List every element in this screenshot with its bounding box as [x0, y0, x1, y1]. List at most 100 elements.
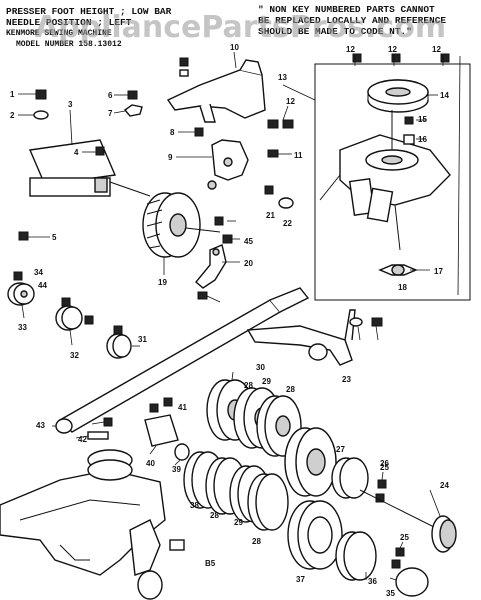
callout-3: 3: [68, 100, 73, 109]
callout-40: 40: [146, 459, 155, 468]
callout-2: 2: [10, 111, 15, 120]
callout-35: 35: [386, 589, 395, 598]
part-40-block: [144, 397, 179, 447]
part-21-22-screw: [264, 185, 294, 209]
part-14-hook: [367, 79, 429, 113]
header-note-left: PRESSER FOOT HEIGHT ; LOW BAR NEEDLE POS…: [6, 6, 171, 50]
callout-38: 38: [190, 501, 199, 510]
part-12-screw-a: [267, 119, 279, 129]
callout-19: 19: [158, 278, 167, 287]
callout-25: 25: [400, 533, 409, 542]
part-25-screw-b: [375, 493, 385, 503]
part-31-cam: [106, 325, 132, 359]
part-39-washer: [174, 443, 190, 461]
callout-28: 28: [286, 385, 295, 394]
callout-41: 41: [178, 403, 187, 412]
header-note-right: " NON KEY NUMBERED PARTS CANNOT BE REPLA…: [258, 4, 446, 37]
header-right-line-1: " NON KEY NUMBERED PARTS CANNOT: [258, 4, 435, 15]
part-1-screw-right: [371, 317, 383, 327]
callout-24: 24: [440, 481, 449, 490]
part-16-plate: [403, 134, 415, 145]
callout-28: 28: [244, 381, 253, 390]
callout-11: 11: [294, 151, 303, 160]
callout-12: 12: [388, 45, 397, 54]
callout-26: 26: [380, 459, 389, 468]
callout-25: 25: [380, 463, 389, 472]
part-2-washer-top: [179, 69, 189, 77]
part-23-crank: [246, 309, 356, 366]
callout-34: 34: [34, 268, 43, 277]
callout-4: 4: [74, 148, 79, 157]
part-3-shaft: [28, 139, 151, 197]
callout-45: 45: [244, 237, 253, 246]
part-21-screw: [103, 417, 113, 427]
callout-32: 32: [70, 351, 79, 360]
part-43-lever: [55, 287, 310, 434]
part-12-screw-b: [282, 119, 294, 129]
part-13-inset-box: [314, 63, 471, 301]
leader-lines: [18, 51, 461, 581]
part-12-screws: [352, 53, 450, 63]
callout-27: 27: [336, 445, 345, 454]
header-left-line-3: KENMORE SEWING MACHINE: [6, 29, 112, 38]
callout-12: 12: [432, 45, 441, 54]
callout-7: 7: [108, 109, 113, 118]
callout-39: 39: [172, 465, 181, 474]
part-13-hook-drive-assembly: [319, 110, 451, 251]
part-35-cover: [395, 567, 429, 597]
part-27-gear: [284, 427, 337, 497]
callout-36: 36: [368, 577, 377, 586]
callout-18: 18: [398, 283, 407, 292]
part-6-screw: [127, 90, 138, 100]
part-10-bracket: [207, 139, 249, 190]
callout-37: 37: [296, 575, 305, 584]
part-25-screw-d: [391, 559, 401, 569]
callout-28: 28: [252, 537, 261, 546]
header-right-line-3: SHOULD BE MADE TO CODE NT.": [258, 26, 412, 37]
watermark: AppliancePartsPros.com: [34, 10, 447, 45]
part-25-screw-a: [377, 479, 387, 489]
part-37-cam: [287, 500, 343, 570]
callout-31: 31: [138, 335, 147, 344]
header-left-line-4: MODEL NUMBER 158.13012: [16, 40, 122, 49]
callout-30: 30: [256, 363, 265, 372]
callout-6: 6: [108, 91, 113, 100]
callout-10: 10: [230, 43, 239, 52]
callout-16: 16: [418, 135, 427, 144]
callout-33: 33: [18, 323, 27, 332]
callout-8: 8: [170, 128, 175, 137]
part-26-cam: [331, 457, 369, 499]
callout-17: 17: [434, 267, 443, 276]
callout-44: 44: [38, 281, 47, 290]
part-19-pulley: [142, 192, 221, 258]
callout-29: 29: [234, 518, 243, 527]
callout-28: 28: [210, 511, 219, 520]
callout-12: 12: [286, 97, 295, 106]
part-20-link: [195, 244, 227, 289]
callout-23: 23: [342, 375, 351, 384]
part-33-cam: [7, 271, 35, 306]
callout-9: 9: [168, 153, 173, 162]
header-left-line-1: PRESSER FOOT HEIGHT ; LOW BAR: [6, 6, 172, 17]
part-1-screw-top: [179, 57, 189, 67]
part-15-screw: [404, 116, 414, 125]
part-5-screw: [18, 231, 29, 241]
callout-42: 42: [78, 435, 87, 444]
callout-1: 1: [10, 90, 15, 99]
part-2-washer-right: [349, 317, 363, 327]
callout-5: 5: [52, 233, 57, 242]
callout-21: 21: [266, 211, 275, 220]
part-25-screw-c: [395, 547, 405, 557]
part-36-cam: [335, 531, 377, 581]
callout-12: 12: [346, 45, 355, 54]
part-8-screw: [194, 127, 204, 137]
part-9-bracket: [166, 59, 266, 123]
part-5-screw-mid: [197, 291, 208, 300]
callout-29: 29: [262, 377, 271, 386]
part-1-screw-mid: [214, 216, 224, 226]
header-left-line-2: NEEDLE POSITION ; LEFT: [6, 17, 132, 28]
part-28-cam-lower-b: [247, 473, 289, 531]
header-right-line-2: BE REPLACED LOCALLY AND REFERENCE: [258, 15, 447, 26]
part-7-clip: [123, 104, 143, 117]
